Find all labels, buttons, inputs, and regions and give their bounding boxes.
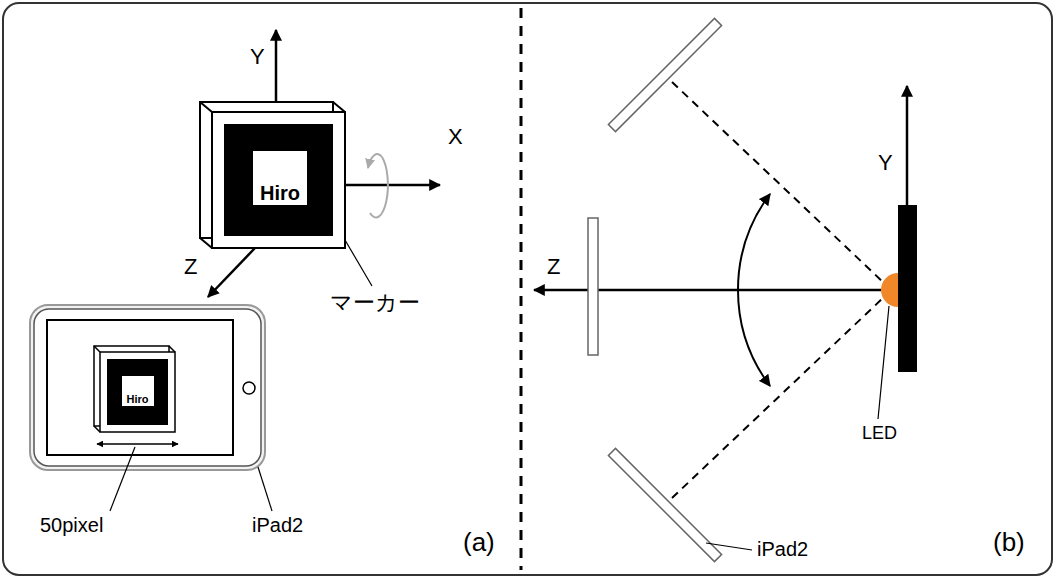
leader-line (706, 543, 752, 550)
device-label: iPad2 (757, 538, 808, 561)
outer-frame (3, 3, 1052, 575)
marker-text: Hiro (253, 182, 307, 204)
part-label: マーカー (330, 290, 420, 315)
rotation-arrow-head (368, 154, 382, 168)
leader-line (878, 306, 889, 419)
leader-line (345, 240, 372, 286)
y-axis (275, 30, 278, 104)
leader-line (110, 447, 135, 511)
marker-pattern: Hiro (253, 151, 307, 205)
marker-text: Hiro (122, 393, 154, 405)
device-label: iPad2 (252, 514, 303, 537)
marker-cube (200, 102, 345, 248)
axis-label: Y (250, 44, 265, 69)
axis-label: Y (878, 150, 893, 175)
panel-label: (a) (463, 528, 495, 558)
led-symbol (881, 273, 898, 307)
axis-label: X (448, 124, 463, 149)
view-line (672, 82, 884, 283)
ipad-device (30, 305, 265, 470)
leader-line (258, 467, 272, 511)
axis-label: Z (184, 254, 197, 279)
axis-label: Z (547, 254, 560, 279)
marker-cube-small (94, 346, 175, 432)
ipad-side (608, 448, 721, 561)
rotation-arrow (370, 157, 388, 217)
panel-divider (520, 8, 523, 570)
dimension-label: 50pixel (40, 514, 103, 537)
board (898, 205, 917, 372)
marker-pattern: Hiro (122, 376, 154, 406)
y-axis (906, 86, 909, 205)
z-axis (208, 248, 255, 297)
part-label: LED (862, 423, 897, 444)
panel-label: (b) (993, 528, 1025, 558)
ipad-side (588, 218, 598, 355)
view-line (672, 297, 884, 498)
ipad-side (608, 18, 721, 131)
z-axis (534, 289, 881, 292)
x-axis (345, 184, 440, 187)
dimension-arrow (97, 443, 178, 445)
angle-arc (738, 194, 770, 386)
